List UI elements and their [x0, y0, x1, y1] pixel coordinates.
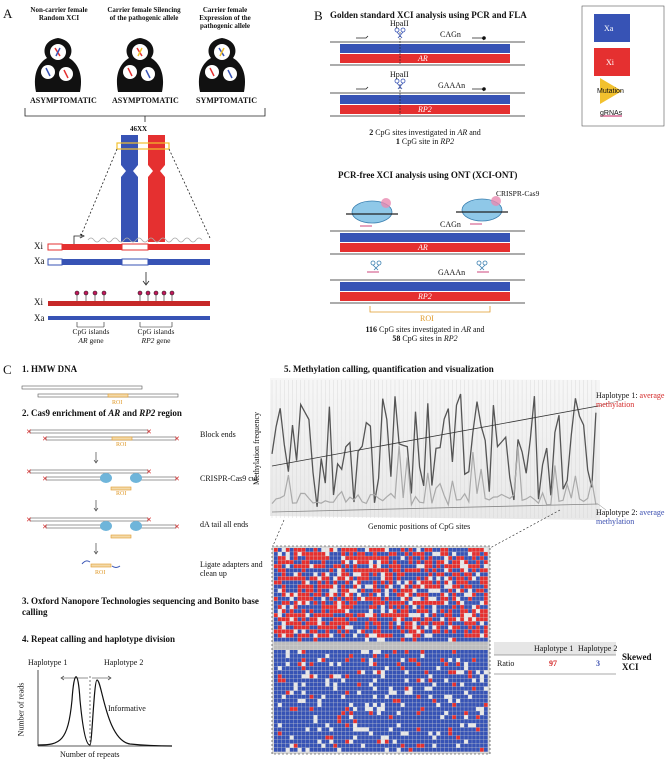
svg-text:✕: ✕ [146, 516, 152, 524]
cpg-islands-ar: CpG islands AR gene [72, 327, 110, 345]
table-header-hap2: Haplotype 2 [578, 644, 618, 653]
roi-label-c1: ROI [112, 400, 123, 406]
step-1: 1. HMW DNA [22, 364, 78, 374]
meth-x-axis-label: Genomic positions of CpG sites [368, 522, 471, 531]
cpg-islands-rp2: CpG islands RP2 gene [137, 327, 175, 345]
group-1-status: ASYMPTOMATIC [30, 96, 97, 105]
scissors-icon [394, 27, 406, 39]
silhouette-1-icon [34, 38, 82, 92]
step-3: 3. Oxford Nanopore Technologies sequenci… [22, 596, 259, 617]
xa-label-a2: Xa [34, 313, 45, 323]
hap1-legend: Haplotype 1: average methylation [596, 391, 665, 409]
repeat-cag-ont: CAGn [440, 220, 461, 229]
group-3-title: Carrier female Expression of the pathoge… [199, 6, 251, 30]
silhouette-2-icon [116, 38, 164, 92]
legend-xi: Xi [606, 58, 614, 67]
svg-text:✕: ✕ [26, 428, 32, 436]
gene-rp2-b2: RP2 [418, 292, 432, 301]
xi-label-a2: Xi [34, 297, 43, 307]
group-2-title: Carrier female Silencing of the pathogen… [107, 6, 181, 22]
cas9-cut-label: CRISPR-Cas9 cut [200, 474, 259, 483]
legend-mutation: Mutation [597, 88, 624, 95]
block-ends-label: Block ends [200, 430, 236, 439]
xa-label-a: Xa [34, 256, 45, 266]
group-2-status: ASYMPTOMATIC [112, 96, 179, 105]
roi-label-c3: ROI [116, 491, 127, 497]
cas9-label-b: CRISPR-Cas9 [496, 189, 540, 198]
xi-label-a: Xi [34, 241, 43, 251]
hap1-peak-label: Haplotype 1 [28, 658, 68, 667]
panel-b-title-top: Golden standard XCI analysis using PCR a… [330, 10, 527, 20]
meth-y-axis-label: Methylation frequency [252, 411, 262, 486]
table-ratio-label: Ratio [497, 659, 515, 668]
gene-rp2-b1: RP2 [418, 105, 432, 114]
skewed-xci-label: Skewed XCI [622, 652, 652, 672]
svg-text:✕: ✕ [146, 428, 152, 436]
svg-text:✕: ✕ [146, 468, 152, 476]
group-1-title: Non-carrier female Random XCI [30, 6, 88, 22]
step-2: 2. Cas9 enrichment of AR and RP2 region [22, 408, 182, 418]
svg-text:✕: ✕ [174, 475, 180, 483]
svg-text:✕: ✕ [26, 468, 32, 476]
repeat-cag: CAGn [440, 30, 461, 39]
table-ratio-h2: 3 [596, 659, 600, 668]
cas9-complex-left-icon [346, 198, 398, 227]
roi-label-c4: ROI [95, 570, 106, 576]
svg-text:✕: ✕ [42, 475, 48, 483]
table-ratio-h1: 97 [549, 659, 557, 668]
repeat-gaaa-ont: GAAAn [438, 268, 466, 277]
roi-label-c2: ROI [116, 442, 127, 448]
da-tail-label: dA tail all ends [200, 520, 249, 529]
svg-text:✕: ✕ [174, 435, 180, 443]
panel-a-letter: A [3, 6, 13, 21]
roi-label-b: ROI [420, 314, 434, 323]
step-5: 5. Methylation calling, quantification a… [284, 364, 494, 374]
repeat-gaaa: GAAAn [438, 81, 466, 90]
silhouette-3-icon [198, 38, 246, 92]
repeats-axis-label: Number of repeats [60, 750, 120, 759]
hpaii-label-rp2: HpaII [390, 70, 409, 79]
gene-ar-b2: AR [418, 243, 428, 252]
panel-c-letter: C [3, 362, 12, 377]
group-3-status: SYMPTOMATIC [196, 96, 258, 105]
table-header-hap1: Haplotype 1 [534, 644, 574, 653]
sites-top-text: 2 CpG sites investigated in AR and 1 CpG… [369, 128, 481, 146]
panel-b-title-bottom: PCR-free XCI analysis using ONT (XCI-ONT… [338, 170, 518, 180]
panel-b-letter: B [314, 8, 323, 23]
mutation-icon [600, 78, 622, 104]
karyotype-label: 46XX [130, 125, 148, 133]
informative-label: Informative [108, 704, 146, 713]
legend-xa: Xa [604, 24, 614, 33]
hap2-peak-label: Haplotype 2 [104, 658, 144, 667]
step-4: 4. Repeat calling and haplotype division [22, 634, 176, 644]
cas9-complex-right-icon [456, 196, 508, 225]
svg-text:✕: ✕ [42, 435, 48, 443]
svg-text:✕: ✕ [174, 523, 180, 531]
hpaii-label-ar: HpaII [390, 19, 409, 28]
hap2-legend: Haplotype 2: average methylation [596, 508, 665, 526]
sites-bottom-text: 116 CpG sites investigated in AR and 58 … [365, 325, 485, 343]
svg-text:✕: ✕ [42, 523, 48, 531]
svg-text:✕: ✕ [26, 516, 32, 524]
legend-grnas: gRNAs [600, 110, 623, 117]
gene-ar-b1: AR [418, 54, 428, 63]
ligate-label: Ligate adapters and clean up [200, 560, 263, 578]
